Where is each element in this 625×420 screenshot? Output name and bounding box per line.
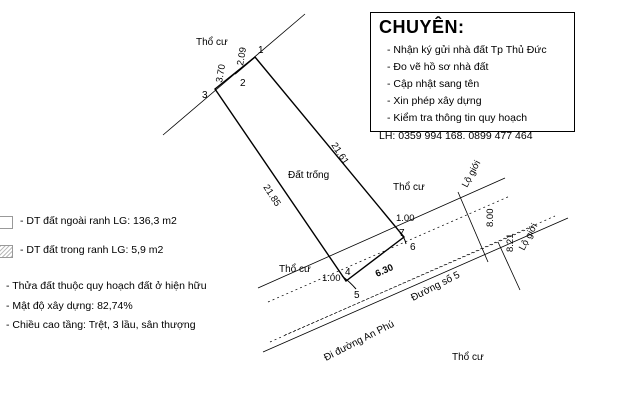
label-road-name: Đường số 5	[409, 269, 462, 304]
lo-gioi-marker-1	[457, 191, 489, 263]
label-lo-gioi-1: Lộ giới	[460, 159, 483, 190]
label-tho-cu-right: Thổ cư	[393, 181, 425, 193]
label-to-an-phu: Đi đường An Phú	[322, 319, 396, 364]
services-title: CHUYÊN:	[379, 17, 465, 37]
contact-phone: LH: 0359 994 168. 0899 477 464	[379, 130, 533, 142]
label-vacant-lot: Đất trống	[288, 169, 329, 181]
legend-swatch-plain	[0, 216, 13, 229]
note-item: - Thửa đất thuộc quy hoạch đất ở hiện hữ…	[6, 280, 207, 292]
lot-boundary	[214, 56, 406, 283]
legend-inside-text: - DT đất trong ranh LG: 5,9 m2	[20, 244, 164, 256]
dim-100-left: 1.00	[322, 273, 341, 284]
corner-arc-left	[341, 275, 357, 290]
label-lo-gioi-2: Lộ giới	[517, 222, 540, 253]
dim-821: 8.21	[505, 234, 516, 253]
legend-swatch-hatched	[0, 245, 13, 258]
lo-gioi-marker-2	[497, 241, 521, 291]
label-tho-cu-top: Thổ cư	[196, 36, 228, 48]
road-boundary-dashed-lower	[269, 215, 556, 343]
dim-2161: 21.61	[328, 141, 350, 167]
dim-100-right: 1.00	[396, 213, 415, 224]
lot-boundary-2	[234, 56, 256, 75]
note-item: - Mật độ xây dựng: 82,74%	[6, 299, 133, 312]
notes: - Thửa đất thuộc quy hoạch đất ở hiện hữ…	[6, 277, 207, 336]
point-4: 4	[345, 267, 351, 278]
point-2: 2	[240, 78, 246, 89]
dim-2185: 21.85	[260, 183, 282, 209]
service-item: - Xin phép xây dựng	[387, 95, 482, 107]
point-3: 3	[202, 90, 208, 101]
point-1: 1	[258, 45, 264, 56]
road-boundary-dashed-upper	[267, 195, 511, 303]
dim-370: 3.70	[214, 63, 228, 83]
dim-209: 2.09	[235, 46, 249, 66]
service-item: - Cập nhật sang tên	[387, 78, 480, 90]
point-5: 5	[354, 290, 360, 301]
road-edge-upper	[257, 177, 506, 289]
dim-630: 6.30	[374, 262, 395, 280]
service-item: - Đo vẽ hồ sơ nhà đất	[387, 61, 489, 73]
service-item: - Kiểm tra thông tin quy hoạch	[387, 112, 528, 124]
services-info-box: CHUYÊN: - Nhận ký gửi nhà đất Tp Thủ Đức…	[370, 12, 575, 142]
point-7: 7	[399, 228, 405, 239]
label-tho-cu-bottom: Thổ cư	[452, 351, 484, 363]
legend-outside-text: - DT đất ngoài ranh LG: 136,3 m2	[20, 215, 177, 227]
label-tho-cu-left: Thổ cư	[279, 263, 311, 275]
road-edge-lower	[262, 217, 569, 353]
corner-arc-right	[399, 232, 407, 245]
point-6: 6	[410, 242, 416, 253]
service-item: - Nhận ký gửi nhà đất Tp Thủ Đức	[387, 44, 547, 56]
dim-800: 8.00	[485, 209, 496, 228]
note-item: - Chiều cao tầng: Trệt, 3 lầu, sân thượn…	[6, 319, 196, 331]
